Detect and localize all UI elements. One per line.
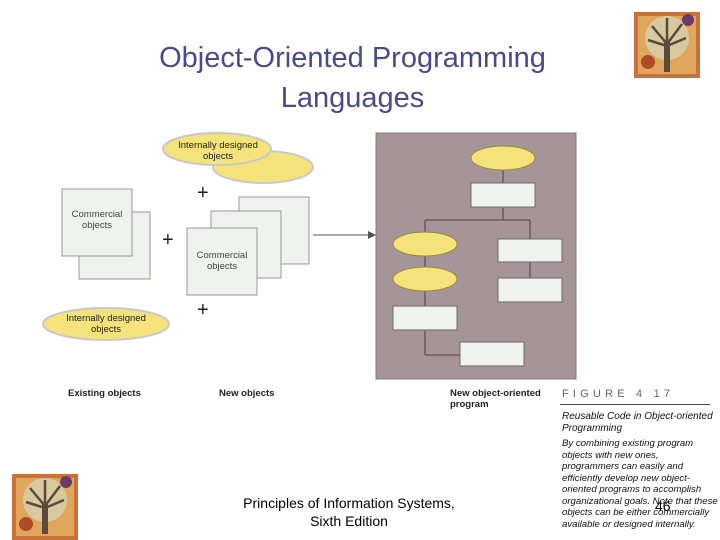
commercial-objects-label: Commercial objects xyxy=(71,209,123,231)
program-oval xyxy=(470,145,536,171)
plus-sign: + xyxy=(197,182,209,204)
program-oval xyxy=(392,266,458,292)
slide-title: Object-Oriented Programming Languages xyxy=(159,42,546,114)
arrow-right-icon xyxy=(368,231,376,239)
page-number: 46 xyxy=(655,498,671,514)
program-box xyxy=(392,305,458,331)
program-oval xyxy=(392,231,458,257)
new-program-label: New object-oriented program xyxy=(450,388,541,410)
program-connectors xyxy=(424,170,531,356)
commercial-object-card xyxy=(186,227,258,296)
plus-sign: + xyxy=(162,229,174,251)
internal-objects-label: Internally designed objects xyxy=(178,140,258,162)
new-objects-label: New objects xyxy=(219,388,275,399)
tree-logo-icon xyxy=(634,12,700,78)
caption-divider xyxy=(560,404,710,405)
commercial-objects-label: Commercial objects xyxy=(196,250,248,272)
slide-footer: Principles of Information Systems, Sixth… xyxy=(243,495,455,529)
internal-objects-label: Internally designed objects xyxy=(66,313,146,335)
figure-caption-body: By combining existing program objects wi… xyxy=(562,438,718,530)
figure-caption-title: Reusable Code in Object-oriented Program… xyxy=(562,411,713,434)
existing-objects-label: Existing objects xyxy=(68,388,141,399)
program-box xyxy=(470,182,536,208)
commercial-object-card xyxy=(61,188,133,257)
internal-object-oval xyxy=(162,132,272,166)
program-box xyxy=(497,238,563,263)
program-box xyxy=(497,277,563,303)
program-box xyxy=(459,341,525,367)
plus-sign: + xyxy=(197,299,209,321)
tree-logo-icon xyxy=(12,474,78,540)
figure-number: FIGURE 4 17 xyxy=(562,388,675,400)
internal-object-oval xyxy=(42,307,170,341)
